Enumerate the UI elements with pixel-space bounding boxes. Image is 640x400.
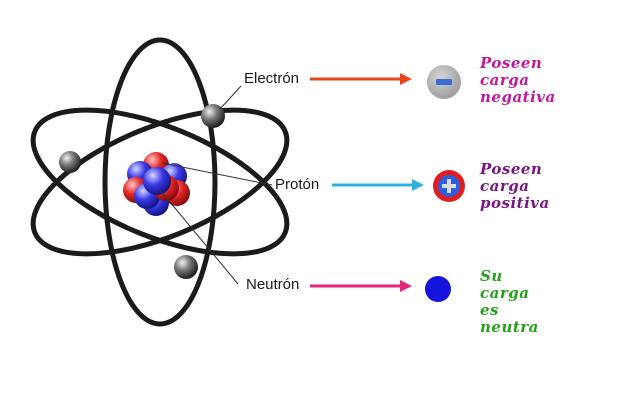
proton-description-line: carga [480, 177, 530, 195]
electron-description: Poseen carga negativa [480, 55, 556, 106]
electron-description-line: carga [480, 71, 530, 89]
proton-arrow-head [412, 179, 424, 191]
charge-symbols [425, 65, 465, 302]
orbit-diagonal-b [30, 107, 290, 257]
proton-description: Poseen carga positiva [480, 161, 550, 212]
neutron-description-line: carga [480, 284, 530, 302]
proton-description-line: Poseen [480, 160, 543, 178]
label-electron: Electrón [244, 70, 300, 87]
neutron-description: Su carga es neutra [480, 268, 539, 336]
negative-charge-icon [427, 65, 461, 99]
electron-top-right [201, 104, 225, 128]
neutron-description-line: Su [480, 267, 503, 285]
nucleus [123, 152, 190, 216]
orbit-diagonal-a [30, 107, 290, 257]
positive-charge-icon [433, 170, 465, 202]
label-proton: Protón [275, 176, 320, 193]
pointer-lines [159, 85, 273, 285]
electron-left [59, 151, 81, 173]
electron-description-line: negativa [480, 88, 556, 106]
neutron-description-line: es [480, 301, 499, 319]
orbits [30, 37, 290, 327]
electron-arrow-head [400, 73, 412, 85]
electron-description-line: Poseen [480, 54, 543, 72]
orbit-vertical [102, 37, 218, 327]
label-neutron: Neutrón [246, 276, 300, 293]
proton-pointer-line [161, 162, 273, 186]
neutron-arrow-head [400, 280, 412, 292]
proton-description-line: positiva [480, 194, 550, 212]
neutron-pointer-line [159, 189, 239, 285]
electron-pointer-line [219, 85, 242, 110]
neutron-description-line: neutra [480, 318, 539, 336]
neutral-charge-icon [425, 276, 451, 302]
arrows [310, 73, 424, 292]
electrons [59, 104, 225, 279]
electron-bottom [174, 255, 198, 279]
